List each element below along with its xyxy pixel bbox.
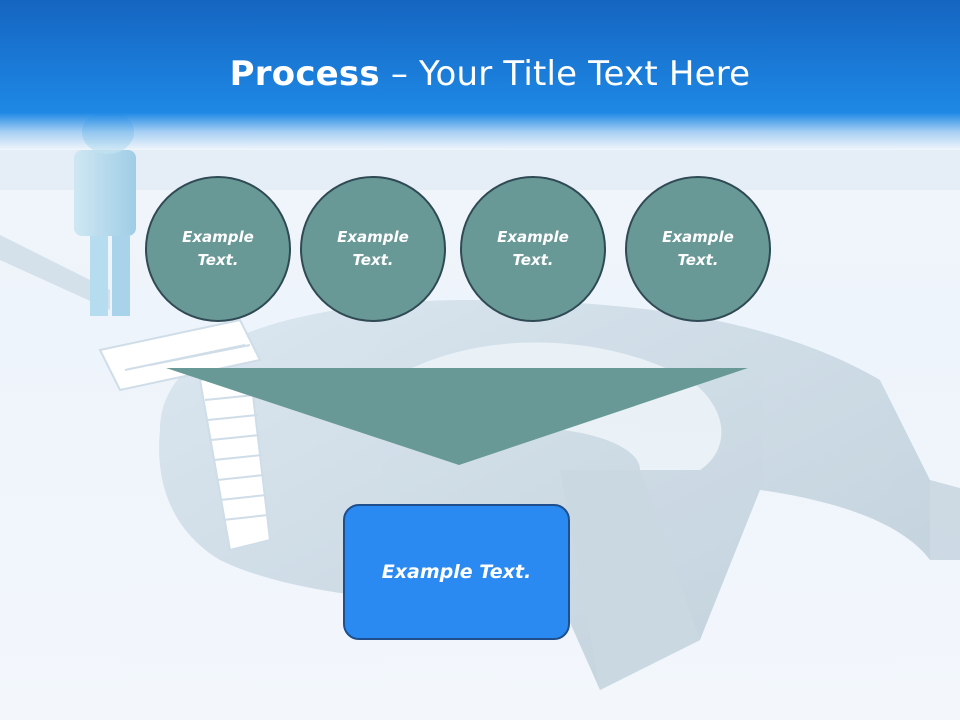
result-label: Example Text. [381, 561, 532, 583]
process-step-circle: Example Text. [300, 176, 446, 322]
title-separator: – [379, 54, 420, 94]
stairs-shape [98, 318, 272, 552]
header-band [0, 0, 960, 150]
process-step-circle: Example Text. [625, 176, 771, 322]
title-bold: Process [229, 54, 380, 94]
process-step-label: Example Text. [337, 228, 409, 269]
title-text: Your Title Text Here [419, 54, 751, 94]
process-step-label: Example Text. [662, 228, 734, 269]
process-step-label: Example Text. [497, 228, 569, 269]
process-step-label: Example Text. [182, 228, 254, 269]
process-step-circle: Example Text. [145, 176, 291, 322]
funnel-triangle [166, 368, 748, 465]
process-step-circle: Example Text. [460, 176, 606, 322]
slide-title: Process – Your Title Text Here [0, 52, 960, 96]
result-box: Example Text. [343, 504, 570, 640]
